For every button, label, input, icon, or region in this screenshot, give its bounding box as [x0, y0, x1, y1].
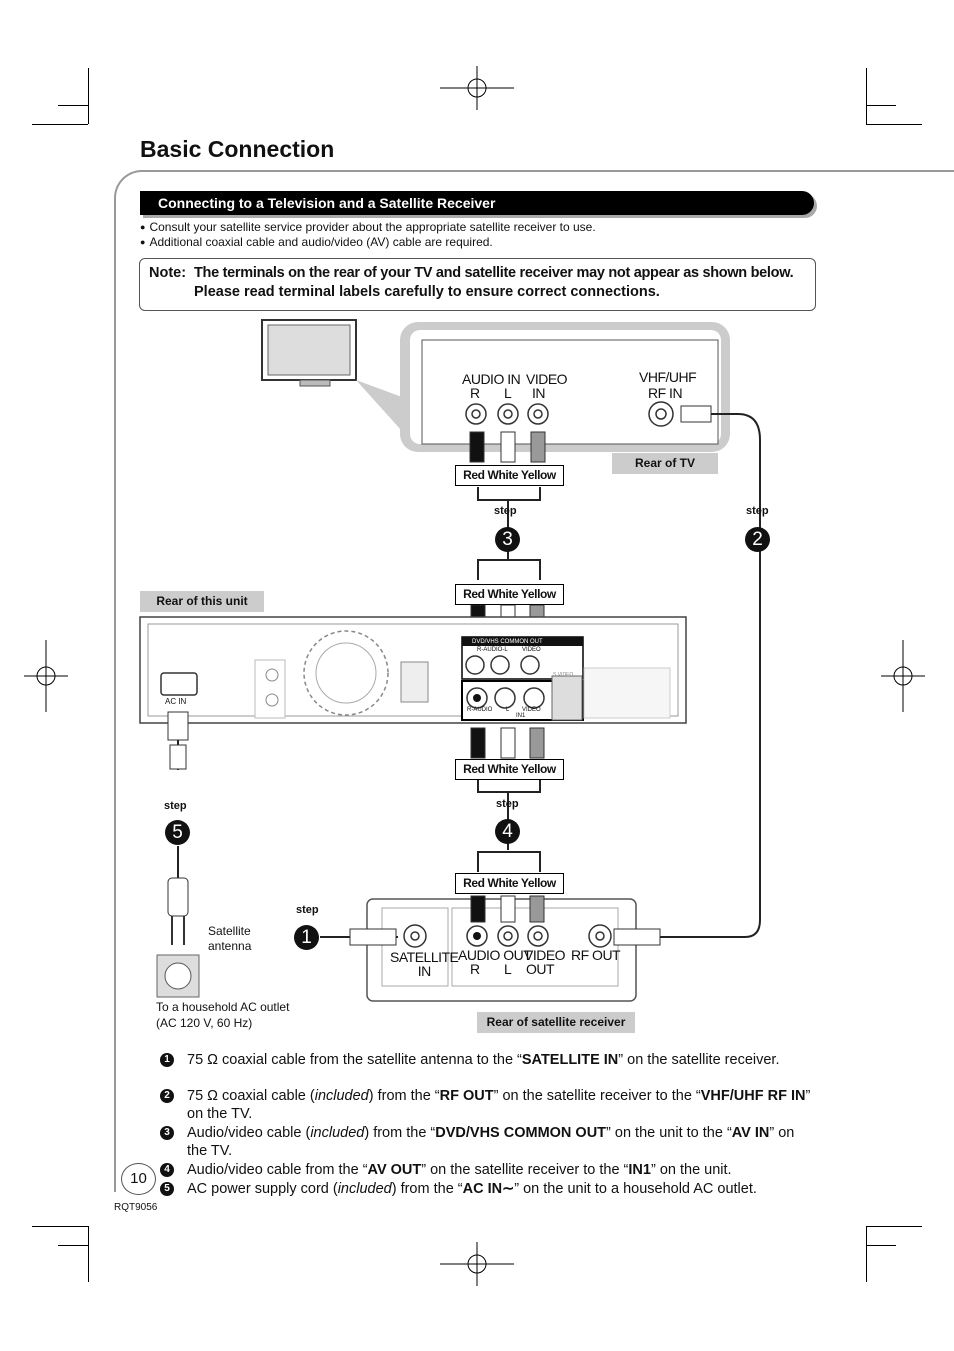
in1-label: IN1 [516, 713, 526, 719]
receiver-out-label: OUT [526, 961, 555, 977]
step-4-badge: 4 [495, 819, 520, 844]
step-5-badge: 5 [165, 820, 190, 845]
common-out-label: DVD/VHS COMMON OUT [472, 639, 543, 645]
instruction-number: 2 [160, 1089, 174, 1103]
tv-video-label: VIDEO [526, 371, 568, 387]
bullet-item: Consult your satellite service provider … [140, 220, 595, 235]
video-in1-label: VIDEO [522, 707, 541, 713]
outlet-label-1: To a household AC outlet [156, 1000, 290, 1014]
step-label: step [296, 904, 319, 916]
cable-color-label: Red White Yellow [455, 759, 564, 780]
note-label: Note: [149, 265, 187, 281]
antenna-label: Satellite antenna [208, 924, 252, 953]
r-audio-l-label: R-AUDIO-L [477, 647, 508, 653]
r-audio-label: R-AUDIO [467, 707, 493, 713]
bullet-item: Additional coaxial cable and audio/video… [140, 235, 596, 250]
receiver-l-label: L [504, 961, 512, 977]
tv-vhf-label: VHF/UHF [639, 369, 697, 385]
content-frame [114, 170, 954, 1192]
section-title: Connecting to a Television and a Satelli… [158, 195, 496, 211]
step-label: step [164, 800, 187, 812]
step-3-badge: 3 [495, 527, 520, 552]
doc-code: RQT9056 [114, 1202, 158, 1213]
tv-rf-in-label: RF IN [648, 385, 683, 401]
s-video-label: S VIDEO [553, 672, 574, 678]
step-label: step [494, 505, 517, 517]
rear-of-receiver-label: Rear of satellite receiver [477, 1012, 635, 1033]
rf-out-label: RF OUT [571, 947, 621, 963]
cable-color-label: Red White Yellow [455, 584, 564, 605]
rear-of-unit-label: Rear of this unit [140, 591, 264, 612]
section-header: Connecting to a Television and a Satelli… [140, 191, 814, 215]
instruction-number: 3 [160, 1126, 174, 1140]
page-title: Basic Connection [140, 136, 335, 162]
cable-color-label: Red White Yellow [455, 465, 564, 486]
note-box: Note: The terminals on the rear of your … [139, 258, 816, 311]
ac-in-label: AC IN [165, 697, 187, 706]
instruction-number: 1 [160, 1053, 174, 1067]
receiver-r-label: R [470, 961, 480, 977]
tv-r-label: R [470, 385, 480, 401]
video-label: VIDEO [522, 647, 541, 653]
rear-of-tv-label: Rear of TV [612, 453, 718, 474]
tv-icon [261, 319, 357, 387]
outlet-label-2: (AC 120 V, 60 Hz) [156, 1016, 253, 1030]
step-label: step [496, 798, 519, 810]
step-2-badge: 2 [745, 527, 770, 552]
page-number: 10 [121, 1163, 156, 1195]
step-1-badge: 1 [294, 925, 319, 950]
tv-in-label: IN [532, 385, 546, 401]
bullet-list: Consult your satellite service provider … [140, 220, 596, 250]
tv-audio-in-label: AUDIO IN [462, 371, 521, 387]
l-label: L [506, 707, 510, 713]
cable-color-label: Red White Yellow [455, 873, 564, 894]
instruction-number: 4 [160, 1163, 174, 1177]
audio-out-label: AUDIO OUT [458, 947, 532, 963]
instruction-number: 5 [160, 1182, 174, 1196]
step-label: step [746, 505, 769, 517]
receiver-video-label: VIDEO [524, 947, 566, 963]
note-line-2: Please read terminal labels carefully to… [194, 284, 660, 300]
note-line-1: The terminals on the rear of your TV and… [194, 265, 794, 281]
tv-l-label: L [504, 385, 512, 401]
